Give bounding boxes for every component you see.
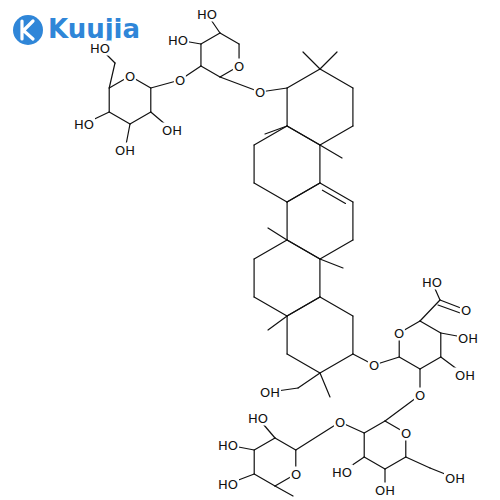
atom-label: O bbox=[124, 69, 136, 84]
bonds bbox=[84, 14, 468, 496]
bond-line bbox=[109, 63, 115, 88]
bond-line bbox=[254, 297, 287, 316]
bond-line bbox=[268, 228, 287, 240]
bond-line bbox=[352, 88, 353, 126]
bond-line bbox=[201, 33, 220, 44]
bond-line bbox=[364, 433, 365, 457]
bond-line bbox=[322, 190, 345, 203]
bond-line bbox=[109, 88, 110, 112]
bond-line bbox=[130, 112, 151, 124]
atom-label: OH bbox=[374, 483, 396, 498]
bond-line bbox=[265, 126, 287, 134]
bond-line bbox=[254, 126, 287, 145]
bond-line bbox=[286, 316, 287, 354]
logo-circle bbox=[13, 15, 43, 45]
bond-line bbox=[253, 259, 254, 297]
atom-label: OH bbox=[161, 123, 183, 138]
atom-label: HO bbox=[217, 477, 239, 492]
bond-line bbox=[287, 297, 320, 316]
bond-line bbox=[286, 88, 287, 126]
atom-label: O bbox=[334, 415, 346, 430]
atom-label: OH bbox=[259, 385, 281, 400]
bond-line bbox=[254, 183, 287, 202]
atom-label: OH bbox=[454, 368, 476, 383]
bond-line bbox=[364, 421, 385, 433]
bond-line bbox=[320, 240, 353, 259]
bond-line bbox=[298, 373, 320, 388]
atom-label: O bbox=[414, 388, 426, 403]
bond-line bbox=[287, 240, 320, 259]
bond-line bbox=[303, 52, 320, 69]
atom-label: HO bbox=[196, 7, 218, 22]
bond-line bbox=[287, 69, 320, 88]
logo-icon bbox=[13, 15, 43, 45]
bond-line bbox=[150, 88, 151, 112]
bond-line bbox=[420, 321, 441, 333]
bond-line bbox=[320, 145, 342, 158]
atom-label: HO bbox=[73, 117, 95, 132]
bond-line bbox=[352, 316, 353, 354]
bond-line bbox=[406, 457, 430, 468]
bond-line bbox=[275, 486, 293, 496]
bond-line bbox=[254, 474, 275, 486]
bond-line bbox=[287, 297, 320, 316]
bond-line bbox=[320, 69, 353, 88]
bond-line bbox=[201, 66, 220, 77]
bond-line bbox=[320, 126, 353, 145]
bond-line bbox=[320, 259, 343, 268]
bond-line bbox=[287, 354, 320, 373]
atom-label: HO bbox=[167, 33, 189, 48]
atom-label: OH bbox=[114, 143, 136, 158]
atom-label: O bbox=[174, 73, 186, 88]
atom-label: O bbox=[393, 326, 405, 341]
atom-label: OH bbox=[444, 471, 466, 486]
bond-line bbox=[364, 457, 385, 469]
bond-line bbox=[268, 316, 287, 330]
logo-text: Kuujia bbox=[48, 16, 140, 42]
atom-label: O bbox=[400, 426, 412, 441]
logo-glyph bbox=[22, 21, 33, 39]
atom-label: HO bbox=[421, 275, 443, 290]
bond-line bbox=[254, 240, 287, 259]
bond-line bbox=[399, 357, 420, 369]
bond-line bbox=[319, 259, 320, 297]
bond-line bbox=[320, 183, 353, 202]
bond-line bbox=[287, 183, 320, 202]
atom-label: O bbox=[460, 303, 472, 318]
bond-line bbox=[254, 450, 255, 474]
bond-line bbox=[319, 145, 320, 183]
bond-line bbox=[420, 300, 440, 321]
bond-line bbox=[286, 202, 287, 240]
bond-line bbox=[220, 33, 239, 44]
bond-line bbox=[109, 112, 130, 124]
atom-label: HO bbox=[331, 465, 353, 480]
bond-line bbox=[287, 183, 320, 202]
bond-line bbox=[320, 52, 337, 69]
atom-label: HO bbox=[217, 438, 239, 453]
bond-line bbox=[287, 126, 320, 145]
atom-label: O bbox=[368, 358, 380, 373]
bond-line bbox=[200, 44, 201, 66]
atom-label: HO bbox=[89, 41, 111, 56]
bond-line bbox=[440, 333, 441, 357]
bond-line bbox=[385, 457, 406, 469]
bond-line bbox=[320, 354, 353, 373]
atom-label: O bbox=[290, 467, 302, 482]
atom-label: O bbox=[254, 85, 266, 100]
bond-line bbox=[320, 373, 330, 397]
atom-label: OH bbox=[457, 331, 479, 346]
bond-line bbox=[420, 357, 441, 369]
atom-label: O bbox=[233, 59, 245, 74]
bond-line bbox=[320, 297, 353, 316]
bond-line bbox=[287, 240, 320, 259]
atom-label: HO bbox=[247, 411, 269, 426]
bond-line bbox=[253, 145, 254, 183]
bond-line bbox=[352, 202, 353, 240]
bond-line bbox=[254, 438, 275, 450]
bond-line bbox=[287, 126, 320, 145]
bond-line bbox=[275, 438, 296, 450]
